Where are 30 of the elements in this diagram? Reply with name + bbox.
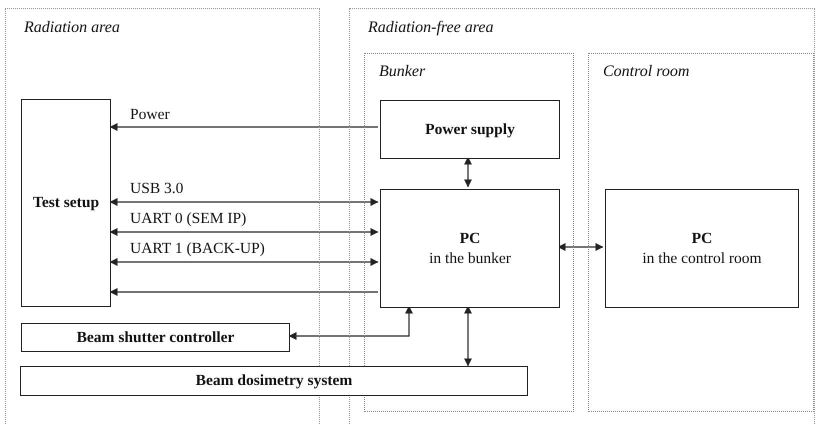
region-title: Radiation-free area <box>368 19 494 37</box>
block-title: Beam shutter controller <box>76 328 234 348</box>
connector-arrow <box>110 258 378 266</box>
edge-label: UART 1 (BACK-UP) <box>130 240 265 258</box>
block-title: Beam dosimetry system <box>196 371 352 391</box>
block-title: PC <box>692 229 712 248</box>
connector-arrow <box>110 123 378 131</box>
connector-arrow <box>464 156 472 188</box>
connector-arrow <box>288 306 413 340</box>
block-box <box>20 366 528 396</box>
room-region <box>364 53 574 412</box>
region-title: Radiation area <box>24 19 120 37</box>
edge-label: UART 0 (SEM IP) <box>130 210 246 228</box>
block-title: Power supply <box>425 120 515 140</box>
connector-arrow <box>110 198 378 206</box>
block-box <box>605 189 799 308</box>
region-title: Control room <box>603 63 690 81</box>
connector-arrow <box>110 228 378 236</box>
room-region <box>588 53 814 412</box>
connector-arrow <box>110 288 378 296</box>
block-box <box>380 189 560 308</box>
block-title: Test setup <box>32 193 100 213</box>
block-title: PC <box>460 229 480 248</box>
block-subtitle: in the bunker <box>429 248 511 268</box>
block-box <box>21 99 111 307</box>
block-box <box>380 100 560 159</box>
block-subtitle: in the control room <box>642 248 762 268</box>
block-box <box>21 323 290 352</box>
connector-arrow <box>464 306 472 366</box>
region-title: Bunker <box>379 63 426 81</box>
